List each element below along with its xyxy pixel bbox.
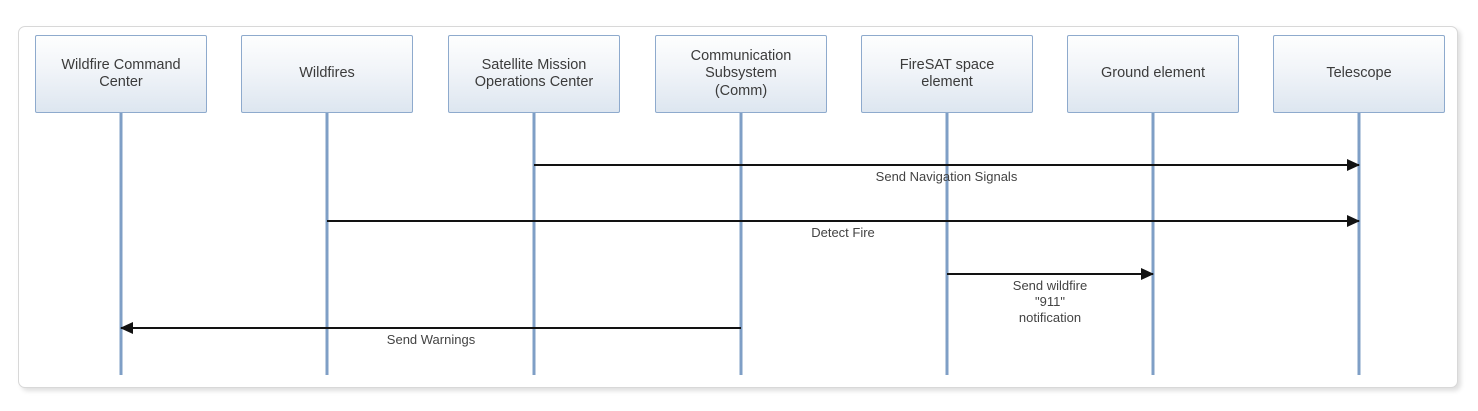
lifeline-label-ground-element: Ground element bbox=[1101, 65, 1205, 82]
lifelines-layer: Wildfire Command Center Wildfires Satellit… bbox=[19, 27, 1459, 389]
lifeline-box-communication-subsystem[interactable]: Communication Subsystem (Comm) bbox=[655, 35, 827, 113]
lifeline-stem-telescope bbox=[1357, 113, 1361, 375]
lifeline-box-firesat-space-element[interactable]: FireSAT space element bbox=[861, 35, 1033, 113]
arrowhead-left-icon bbox=[120, 322, 133, 334]
lifeline-stem-firesat-space-element bbox=[945, 113, 949, 375]
lifeline-label-firesat-space-element: FireSAT space element bbox=[899, 56, 995, 90]
lifeline-label-wildfires: Wildfires bbox=[299, 65, 355, 82]
message-line-send-wildfire-911-notification bbox=[947, 273, 1153, 275]
arrowhead-right-icon bbox=[1347, 215, 1360, 227]
sequence-diagram-canvas: Wildfire Command Center Wildfires Satellit… bbox=[18, 26, 1458, 388]
message-line-send-warnings bbox=[121, 327, 741, 329]
lifeline-stem-wildfire-command-center bbox=[119, 113, 123, 375]
lifeline-stem-satellite-mission-operations-center bbox=[532, 113, 536, 375]
message-line-detect-fire bbox=[327, 220, 1359, 222]
lifeline-box-telescope[interactable]: Telescope bbox=[1273, 35, 1445, 113]
lifeline-label-wildfire-command-center: Wildfire Command Center bbox=[61, 56, 181, 90]
message-label-send-wildfire-911-notification: Send wildfire "911" notification bbox=[1012, 278, 1088, 326]
message-label-send-warnings: Send Warnings bbox=[386, 332, 476, 347]
lifeline-box-satellite-mission-operations-center[interactable]: Satellite Mission Operations Center bbox=[448, 35, 620, 113]
lifeline-stem-communication-subsystem bbox=[739, 113, 743, 375]
lifeline-label-communication-subsystem: Communication Subsystem (Comm) bbox=[690, 48, 792, 99]
arrowhead-right-icon bbox=[1347, 159, 1360, 171]
lifeline-stem-wildfires bbox=[325, 113, 329, 375]
message-label-detect-fire: Detect Fire bbox=[811, 225, 875, 240]
lifeline-label-satellite-mission-operations-center: Satellite Mission Operations Center bbox=[474, 56, 594, 90]
arrowhead-right-icon bbox=[1141, 268, 1154, 280]
lifeline-box-wildfire-command-center[interactable]: Wildfire Command Center bbox=[35, 35, 207, 113]
message-line-send-navigation-signals bbox=[534, 164, 1359, 166]
message-label-send-navigation-signals: Send Navigation Signals bbox=[875, 169, 1018, 184]
lifeline-label-telescope: Telescope bbox=[1326, 65, 1392, 82]
lifeline-box-ground-element[interactable]: Ground element bbox=[1067, 35, 1239, 113]
lifeline-box-wildfires[interactable]: Wildfires bbox=[241, 35, 413, 113]
lifeline-stem-ground-element bbox=[1151, 113, 1155, 375]
